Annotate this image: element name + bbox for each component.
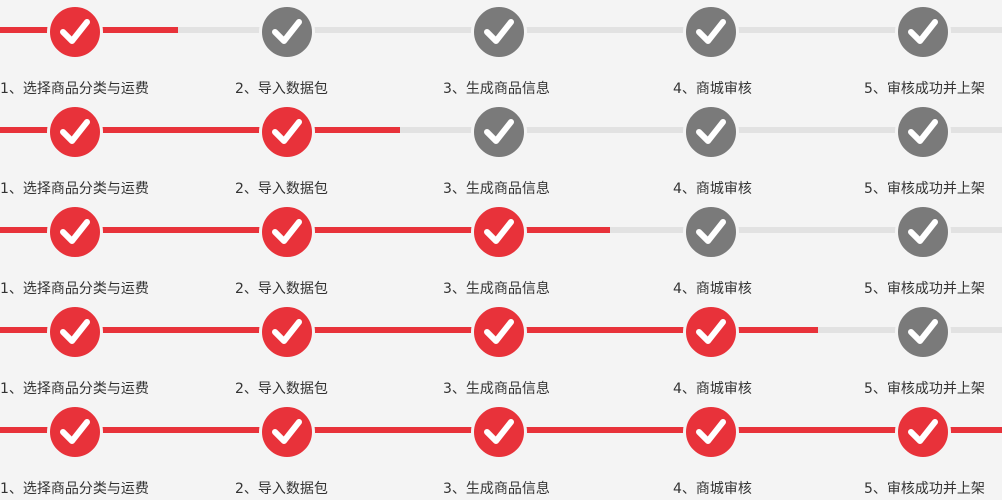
progress-row: 1、选择商品分类与运费 2、导入数据包 3、生成商品信息 4、商城审核 5、审核… xyxy=(0,0,1002,100)
step-5-status xyxy=(895,404,951,460)
step-2-status xyxy=(259,204,315,260)
step-3-status xyxy=(471,304,527,360)
check-icon xyxy=(484,19,514,44)
step-2-status xyxy=(259,404,315,460)
check-icon xyxy=(908,219,938,244)
check-icon xyxy=(696,19,726,44)
step-4-label: 4、商城审核 xyxy=(673,481,752,497)
check-icon xyxy=(484,319,514,344)
step-3-label: 3、生成商品信息 xyxy=(443,181,550,197)
step-2-label: 2、导入数据包 xyxy=(235,81,328,97)
step-5-status xyxy=(895,304,951,360)
check-icon xyxy=(696,319,726,344)
check-icon xyxy=(60,419,90,444)
step-4-label: 4、商城审核 xyxy=(673,81,752,97)
step-3-status xyxy=(471,104,527,160)
progress-fill xyxy=(0,127,400,133)
check-icon xyxy=(908,119,938,144)
step-1-label: 1、选择商品分类与运费 xyxy=(0,481,149,497)
check-icon xyxy=(484,219,514,244)
progress-row: 1、选择商品分类与运费 2、导入数据包 3、生成商品信息 4、商城审核 5、审核… xyxy=(0,100,1002,200)
step-5-label: 5、审核成功并上架 xyxy=(864,281,985,297)
step-1-status xyxy=(47,4,103,60)
step-5-status xyxy=(895,204,951,260)
step-5-label: 5、审核成功并上架 xyxy=(864,481,985,497)
step-3-label: 3、生成商品信息 xyxy=(443,281,550,297)
step-1-status xyxy=(47,104,103,160)
progress-row: 1、选择商品分类与运费 2、导入数据包 3、生成商品信息 4、商城审核 5、审核… xyxy=(0,300,1002,400)
step-2-label: 2、导入数据包 xyxy=(235,181,328,197)
check-icon xyxy=(60,219,90,244)
check-icon xyxy=(696,419,726,444)
step-5-label: 5、审核成功并上架 xyxy=(864,181,985,197)
step-3-label: 3、生成商品信息 xyxy=(443,381,550,397)
check-icon xyxy=(908,419,938,444)
step-3-label: 3、生成商品信息 xyxy=(443,81,550,97)
check-icon xyxy=(272,219,302,244)
step-4-label: 4、商城审核 xyxy=(673,181,752,197)
check-icon xyxy=(696,219,726,244)
step-2-label: 2、导入数据包 xyxy=(235,281,328,297)
step-1-label: 1、选择商品分类与运费 xyxy=(0,281,149,297)
step-5-label: 5、审核成功并上架 xyxy=(864,381,985,397)
check-icon xyxy=(60,19,90,44)
check-icon xyxy=(484,419,514,444)
step-4-label: 4、商城审核 xyxy=(673,281,752,297)
check-icon xyxy=(484,119,514,144)
step-3-label: 3、生成商品信息 xyxy=(443,481,550,497)
step-4-label: 4、商城审核 xyxy=(673,381,752,397)
step-2-status xyxy=(259,104,315,160)
step-1-status xyxy=(47,204,103,260)
check-icon xyxy=(696,119,726,144)
step-1-label: 1、选择商品分类与运费 xyxy=(0,381,149,397)
check-icon xyxy=(908,19,938,44)
step-1-label: 1、选择商品分类与运费 xyxy=(0,81,149,97)
check-icon xyxy=(272,19,302,44)
check-icon xyxy=(60,119,90,144)
step-3-status xyxy=(471,404,527,460)
step-2-status xyxy=(259,304,315,360)
step-3-status xyxy=(471,204,527,260)
step-1-status xyxy=(47,304,103,360)
step-5-status xyxy=(895,4,951,60)
step-2-label: 2、导入数据包 xyxy=(235,381,328,397)
step-4-status xyxy=(683,404,739,460)
step-4-status xyxy=(683,304,739,360)
step-5-label: 5、审核成功并上架 xyxy=(864,81,985,97)
progress-row: 1、选择商品分类与运费 2、导入数据包 3、生成商品信息 4、商城审核 5、审核… xyxy=(0,400,1002,500)
step-2-status xyxy=(259,4,315,60)
step-1-label: 1、选择商品分类与运费 xyxy=(0,181,149,197)
step-4-status xyxy=(683,4,739,60)
step-5-status xyxy=(895,104,951,160)
step-4-status xyxy=(683,104,739,160)
check-icon xyxy=(60,319,90,344)
step-4-status xyxy=(683,204,739,260)
progress-fill xyxy=(0,327,818,333)
check-icon xyxy=(272,119,302,144)
check-icon xyxy=(272,319,302,344)
step-3-status xyxy=(471,4,527,60)
progress-row: 1、选择商品分类与运费 2、导入数据包 3、生成商品信息 4、商城审核 5、审核… xyxy=(0,200,1002,300)
check-icon xyxy=(272,419,302,444)
step-1-status xyxy=(47,404,103,460)
check-icon xyxy=(908,319,938,344)
step-2-label: 2、导入数据包 xyxy=(235,481,328,497)
